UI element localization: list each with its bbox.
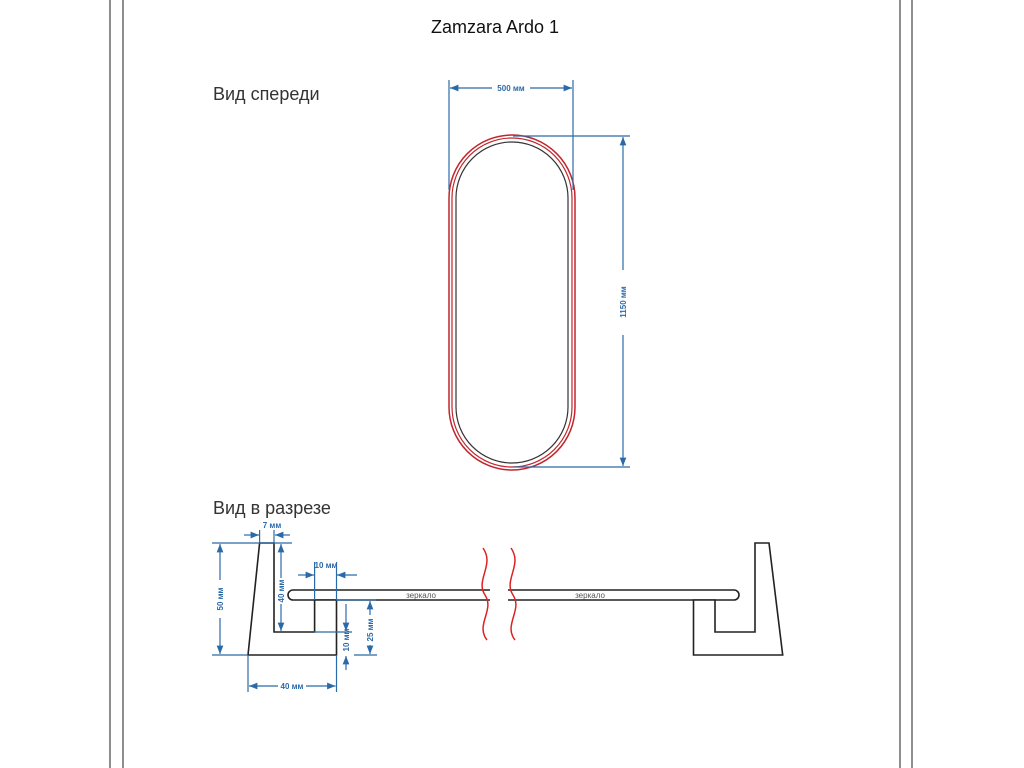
dim-25mm: 25 мм	[366, 618, 375, 641]
page-border	[109, 0, 913, 768]
section-drawing: зеркало зеркало	[247, 540, 784, 656]
height-dimension: 1150 мм	[513, 135, 630, 468]
mirror-label-right: зеркало	[575, 591, 605, 600]
section-view-heading: Вид в разрезе	[213, 498, 331, 518]
mirror-label-left: зеркало	[406, 591, 436, 600]
break-line-left	[481, 547, 489, 641]
break-line-right	[509, 547, 517, 641]
dim-7mm: 7 мм	[263, 521, 282, 530]
section-dimensions: 7 мм 50 мм 40 мм 10 мм 10 мм 25 мм 40 мм	[212, 521, 377, 692]
dim-10mm-vertical: 10 мм	[342, 628, 351, 651]
front-view-heading: Вид спереди	[213, 84, 320, 104]
height-label: 1150 мм	[619, 286, 628, 317]
width-dimension: 500 мм	[448, 80, 574, 190]
dim-50mm: 50 мм	[216, 587, 225, 610]
dim-10mm-horizontal: 10 мм	[315, 561, 338, 570]
dim-40mm-horizontal: 40 мм	[281, 682, 304, 691]
document-title: Zamzara Ardo 1	[431, 17, 559, 37]
right-profile	[692, 542, 784, 656]
mirror-front-outline	[448, 134, 576, 471]
dim-40mm-vertical: 40 мм	[277, 579, 286, 602]
width-label: 500 мм	[497, 84, 524, 93]
